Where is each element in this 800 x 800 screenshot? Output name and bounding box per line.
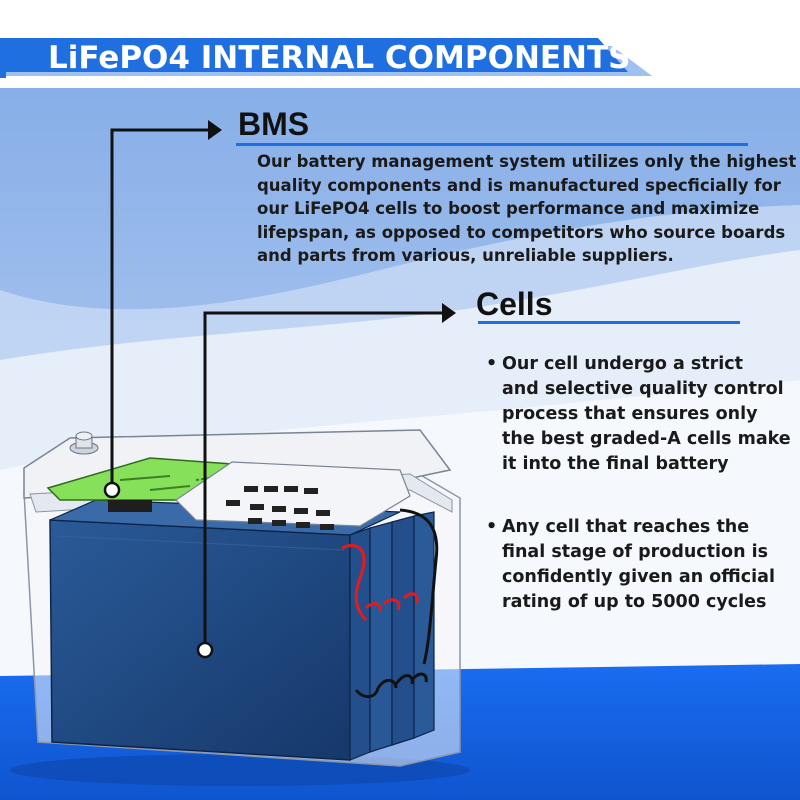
black-balance-wires [354, 508, 439, 698]
bullet-line: it into the final battery [502, 454, 729, 474]
bullet-line: and selective quality control [502, 379, 784, 399]
cells-heading: Cells [476, 286, 553, 322]
cover-plate [175, 461, 411, 530]
bullet-line: process that ensures only [502, 404, 758, 424]
banner-title: LiFePO4 INTERNAL COMPONENTS [48, 40, 631, 76]
cells-bullet-cycle-rating: • Any cell that reaches the final stage … [486, 515, 786, 615]
bullet-line: confidently given an official [502, 567, 775, 587]
cells-heading-underline [478, 321, 740, 324]
banner-edge [0, 38, 6, 78]
bullet-line: the best graded-A cells make [502, 429, 791, 449]
callout-dot-icon [196, 641, 214, 659]
bms-callout [103, 120, 222, 499]
bms-heading: BMS [238, 106, 310, 142]
cells-bullet-quality-control: • Our cell undergo a strict and selectiv… [486, 352, 791, 477]
cell-front-block [49, 519, 351, 761]
bullet-dot: • [486, 354, 498, 374]
arrow-right-icon [208, 120, 222, 140]
bms-description-line: quality components and is manufactured s… [257, 175, 781, 195]
cell-side-2 [369, 521, 393, 753]
bullet-line: Our cell undergo a strict [502, 354, 744, 374]
red-balance-wires [341, 544, 419, 622]
cell-side-1 [349, 527, 371, 761]
bullet-line: Any cell that reaches the [502, 517, 750, 537]
bullet-dot: • [486, 517, 498, 537]
battery-cells [49, 499, 435, 761]
bullet-line: rating of up to 5000 cycles [502, 592, 767, 612]
bms-description-line: our LiFePO4 cells to boost performance a… [257, 199, 760, 218]
cell-side-4 [413, 511, 435, 739]
bms-description-line: and parts from various, unreliable suppl… [257, 246, 674, 265]
bms-heading-underline [236, 143, 748, 146]
arrow-right-icon [442, 303, 456, 323]
bms-description-line: Our battery management system utilizes o… [257, 152, 797, 171]
callout-dot-icon [103, 481, 121, 499]
title-banner [0, 38, 628, 72]
cells-callout [196, 303, 456, 659]
bullet-line: final stage of production is [502, 542, 769, 562]
bms-description-line: lifepspan, as opposed to competitors who… [257, 222, 786, 242]
bms-description: Our battery management system utilizes o… [257, 150, 797, 268]
negative-terminal [69, 431, 99, 455]
cell-side-3 [391, 515, 415, 746]
